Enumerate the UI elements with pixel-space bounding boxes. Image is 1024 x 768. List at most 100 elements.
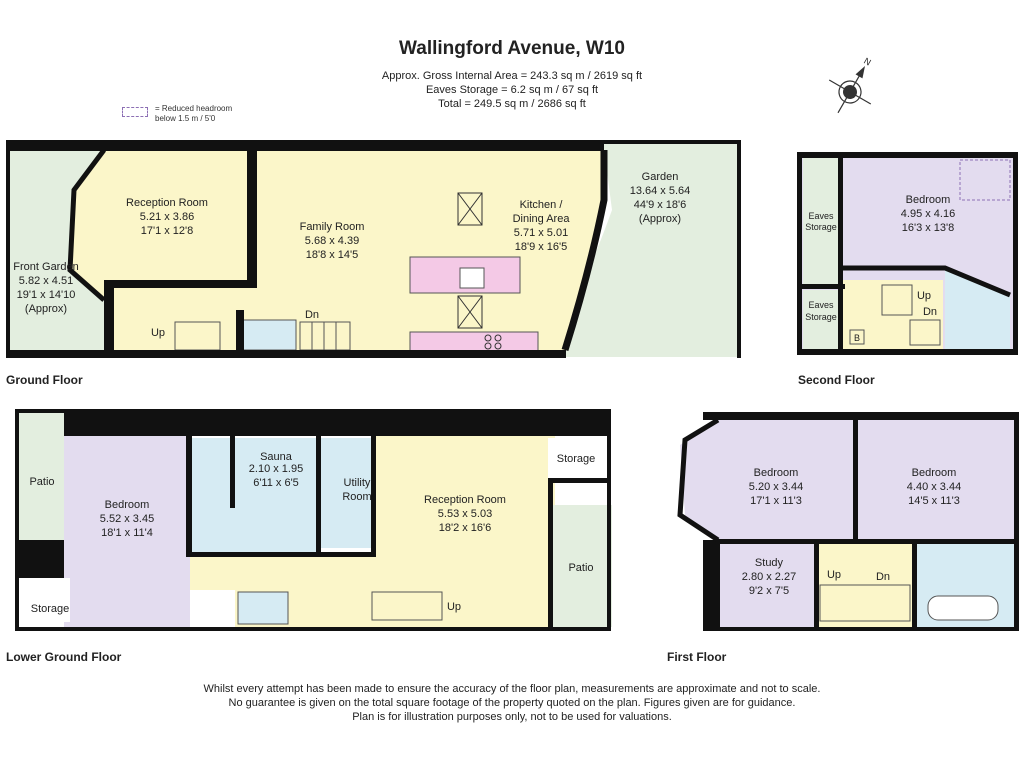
lg-utility-area [320,438,375,548]
ff-bedroom2-area [857,420,1015,540]
kitchen-worktop-unit [409,331,539,353]
hob-icon [484,334,502,350]
ff-bedroom2-imperial: 14'5 x 11'3 [908,495,960,507]
gf-front-name: Front Garden [13,261,78,273]
lg-sauna-metric: 2.10 x 1.95 [249,463,303,475]
first-floor-plan: Bedroom 5.20 x 3.44 17'1 x 11'3 Bedroom … [677,412,1019,631]
lg-bedroom-imperial: 18'1 x 11'4 [101,527,153,539]
sf-stairs [881,284,913,316]
lg-reception-name: Reception Room [424,494,506,506]
lg-reception-area [190,435,555,627]
sf-eaves2-l2: Storage [805,312,837,322]
rear-garden-area [540,141,741,357]
sf-eaves1-l1: Eaves [808,211,834,221]
legend-line-2: below 1.5 m / 5'0 [155,114,216,123]
first-floor-label: First Floor [667,650,727,664]
sf-boiler-box [849,329,865,345]
ff-bedroom2-metric: 4.40 x 3.44 [907,481,961,493]
ff-study-area [720,543,818,627]
gf-reception-name: Reception Room [126,197,208,209]
gf-garden-note: (Approx) [639,213,681,225]
gf-front-metric: 5.82 x 4.51 [19,275,73,287]
ff-bedroom2-name: Bedroom [912,467,957,479]
lg-storage-left-label: Storage [31,603,70,615]
second-floor-label: Second Floor [798,373,875,387]
lg-stairs [371,591,443,621]
lg-utility-l2: Room [342,491,371,503]
gf-kitchen-name-1: Kitchen / [520,199,564,211]
ground-floor-label: Ground Floor [6,373,83,387]
rooflight-icon [457,192,483,329]
lg-wc [237,591,289,625]
compass-rose-icon: N [828,56,873,114]
gf-reception-metric: 5.21 x 3.86 [140,211,194,223]
ground-floor-plan: Reception Room 5.21 x 3.86 17'1 x 12'8 F… [6,140,741,358]
legend-text: = Reduced headroom below 1.5 m / 5'0 [155,104,232,124]
gf-kitchen-name-2: Dining Area [513,213,571,225]
disclaimer-line-3: Plan is for illustration purposes only, … [352,711,672,723]
lower-ground-floor-label: Lower Ground Floor [6,650,122,664]
gf-garden-imperial: 44'9 x 18'6 [634,199,687,211]
ff-study-name: Study [755,557,784,569]
lg-utility-l1: Utility [344,477,371,489]
lg-bedroom-area [64,432,190,627]
gf-kitchen-metric: 5.71 x 5.01 [514,227,568,239]
lg-patio-left [18,412,64,542]
gf-family-imperial: 18'8 x 14'5 [306,249,359,261]
gf-kitchen-imperial: 18'9 x 16'5 [515,241,568,253]
ff-dn-label: Dn [876,571,890,583]
second-floor-plan: Bedroom 4.95 x 4.16 16'3 x 13'8 Eaves St… [797,152,1018,355]
plan-title: Wallingford Avenue, W10 [399,38,625,59]
sf-reduced-headroom-zone [959,159,1011,201]
gf-garden-name: Garden [642,171,679,183]
lg-storage-left-area [28,578,70,622]
sf-eaves2-l1: Eaves [808,300,834,310]
lg-storage-right-area [548,438,603,478]
lg-wet-rooms [190,438,320,558]
sf-eaves1-l2: Storage [805,222,837,232]
ground-floor-wc [239,319,297,351]
lg-reception-metric: 5.53 x 5.03 [438,508,492,520]
lower-ground-floor-plan: Patio Bedroom 5.52 x 3.45 18'1 x 11'4 St… [15,409,612,631]
reduced-headroom-swatch [122,107,148,117]
ff-stairs [819,584,911,622]
ff-bedroom1-area [680,420,855,540]
gf-front-note: (Approx) [25,303,67,315]
gf-front-imperial: 19'1 x 14'10 [17,289,76,301]
ff-study-imperial: 9'2 x 7'5 [749,585,789,597]
kitchen-sink-icon [459,267,485,289]
lg-reception-imperial: 18'2 x 16'6 [439,522,492,534]
sf-b-label: B [854,333,860,343]
sf-dn-label: Dn [923,306,937,318]
gross-area-text: Approx. Gross Internal Area = 243.3 sq m… [381,70,643,82]
ff-bedroom1-name: Bedroom [754,467,799,479]
lg-sauna-name: Sauna [260,451,293,463]
gf-family-metric: 5.68 x 4.39 [305,235,359,247]
sf-bedroom-imperial: 16'3 x 13'8 [902,222,955,234]
lg-bedroom-name: Bedroom [105,499,150,511]
lg-up-label: Up [447,601,461,613]
compass-north-label: N [862,56,873,68]
lg-bedroom-metric: 5.52 x 3.45 [100,513,154,525]
lg-patio-right-label: Patio [568,562,593,574]
total-area-text: Total = 249.5 sq m / 2686 sq ft [438,98,586,110]
gf-garden-metric: 13.64 x 5.64 [630,185,691,197]
gf-reception-imperial: 17'1 x 12'8 [141,225,194,237]
disclaimer-line-2: No guarantee is given on the total squar… [228,697,796,709]
sf-bedroom-metric: 4.95 x 4.16 [901,208,955,220]
lg-patio-left-label: Patio [29,476,54,488]
gf-dn-label: Dn [305,309,319,321]
bathtub-icon [927,595,999,621]
legend-line-1: = Reduced headroom [155,104,233,113]
ff-bedroom1-metric: 5.20 x 3.44 [749,481,803,493]
ff-bedroom1-imperial: 17'1 x 11'3 [750,495,802,507]
lg-patio-right [552,505,612,627]
lg-storage-right-label: Storage [557,453,596,465]
disclaimer-line-1: Whilst every attempt has been made to en… [203,683,821,695]
sf-eaves-storage-1 [803,155,843,285]
gf-family-name: Family Room [300,221,365,233]
eaves-area-text: Eaves Storage = 6.2 sq m / 67 sq ft [425,84,599,96]
lg-sauna-imperial: 6'11 x 6'5 [253,477,299,489]
ff-study-metric: 2.80 x 2.27 [742,571,796,583]
gf-up-label: Up [151,327,165,339]
